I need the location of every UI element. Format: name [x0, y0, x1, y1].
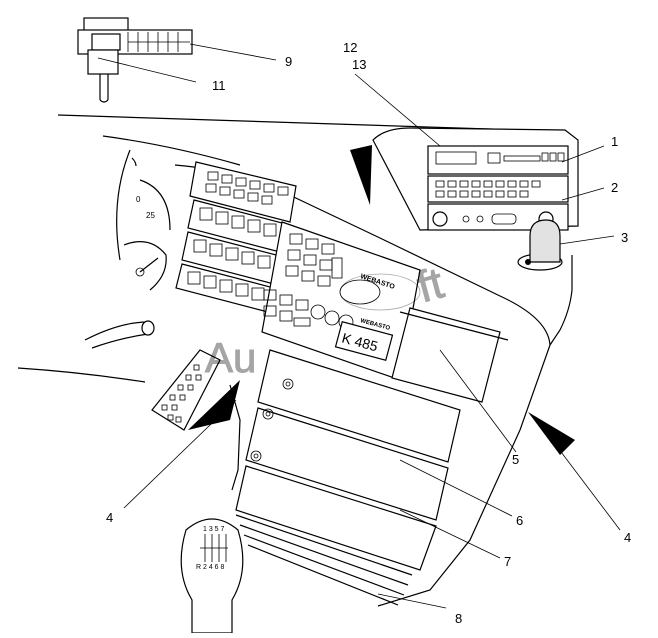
gear-pattern-top: 1 3 5 7 — [203, 526, 225, 533]
arrow-top-down — [350, 145, 372, 205]
pedal-grille — [151, 349, 221, 431]
arrow-right-down — [528, 412, 575, 455]
callout-4-left: 4 — [106, 510, 113, 525]
gear-lever-knob: 1 3 5 7 R 2 4 6 8 — [180, 518, 244, 634]
callout-3: 3 — [621, 230, 628, 245]
callout-2: 2 — [611, 180, 618, 195]
steering-column-lever — [84, 320, 155, 349]
switch-cluster — [175, 161, 297, 313]
arrow-left-down — [188, 380, 240, 430]
storage-compartment — [391, 307, 509, 403]
svg-text:Au: Au — [205, 334, 256, 381]
callout-12: 12 — [343, 40, 357, 55]
gauge-label-25: 25 — [146, 211, 155, 220]
callout-5: 5 — [512, 452, 519, 467]
callout-8: 8 — [455, 611, 462, 626]
drawer-stack — [235, 349, 461, 606]
warning-beacon — [517, 219, 563, 271]
radio-module — [372, 127, 579, 231]
callout-6: 6 — [516, 513, 523, 528]
gauge-label-0: 0 — [136, 195, 141, 204]
instrument-cluster: 0 25 — [116, 149, 171, 291]
remote-sensor-inset — [77, 17, 193, 103]
climate-control-panel: WEBASTO WEBASTO K 485 — [261, 221, 421, 381]
callout-13: 13 — [352, 57, 366, 72]
callout-11: 11 — [212, 78, 226, 93]
svg-text:ft: ft — [412, 259, 448, 313]
callout-9: 9 — [285, 54, 292, 69]
callout-1: 1 — [611, 134, 618, 149]
gear-pattern-bottom: R 2 4 6 8 — [196, 564, 225, 571]
callout-7: 7 — [504, 554, 511, 569]
callout-4-right: 4 — [624, 530, 631, 545]
